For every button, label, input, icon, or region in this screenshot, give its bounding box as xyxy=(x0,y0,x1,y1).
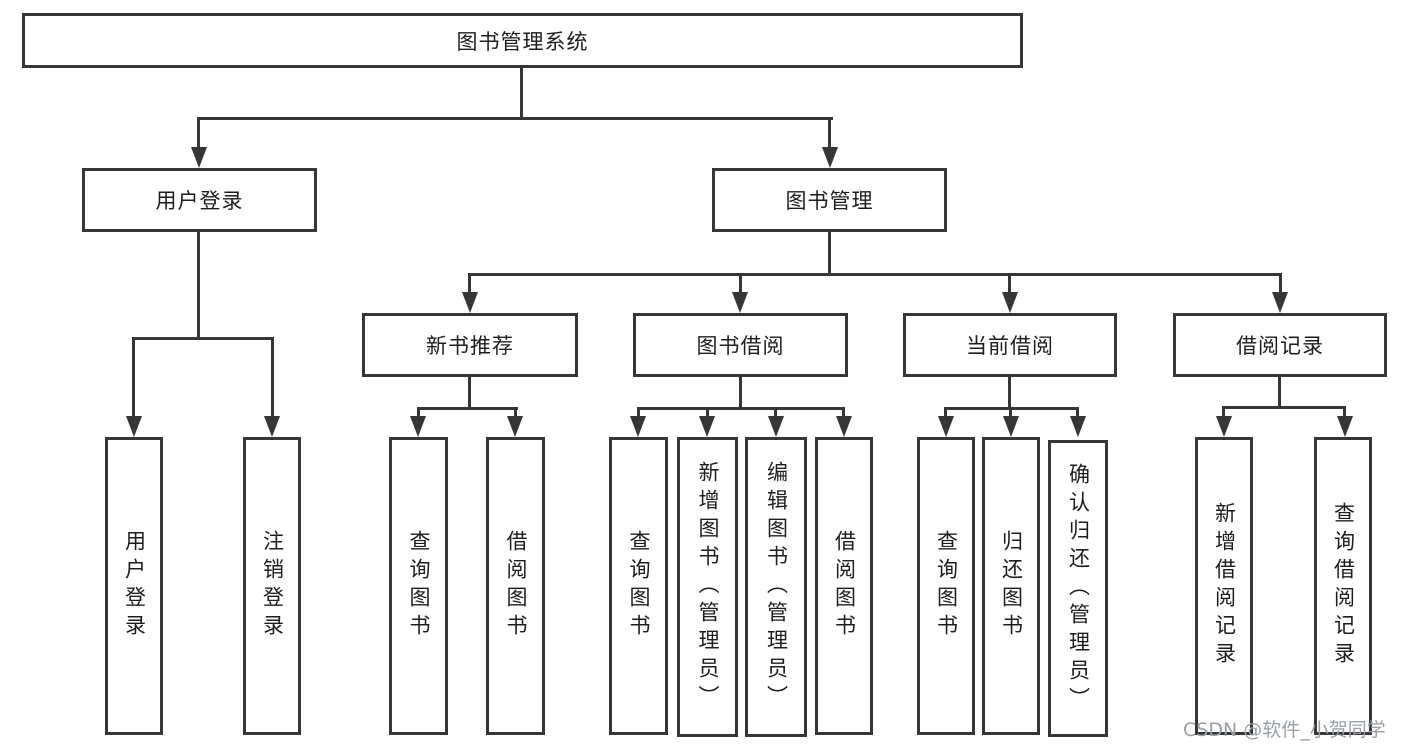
connector-level2-bar xyxy=(197,117,833,120)
node-book-management: 图书管理 xyxy=(712,168,947,232)
leaf-label: 新增图书（管理员） xyxy=(696,461,720,713)
leaf-query-borrow-record: 查询借阅记录 xyxy=(1314,437,1372,735)
arrowhead-leaf xyxy=(1216,416,1232,437)
leaf-confirm-return-admin: 确认归还（管理员） xyxy=(1048,440,1108,737)
leaf-label: 查询图书 xyxy=(407,530,431,642)
arrowhead-leaf xyxy=(768,416,784,437)
leaf-label: 注销登录 xyxy=(260,530,285,642)
connector-stem xyxy=(1008,377,1011,408)
connector-leaf-stub xyxy=(132,337,135,422)
connector-bar xyxy=(1222,406,1346,409)
leaf-label: 借阅图书 xyxy=(832,530,857,642)
connector-level3-stub xyxy=(1008,273,1011,298)
connector-leaf-stub xyxy=(706,407,709,422)
arrowhead-new-book xyxy=(462,292,478,313)
node-user-login: 用户登录 xyxy=(82,168,317,232)
connector-stem xyxy=(1278,377,1281,407)
connector-level3-bar xyxy=(468,273,1282,276)
arrowhead-leaf xyxy=(410,416,426,437)
connector-level3-stub xyxy=(468,273,471,298)
arrowhead-leaf xyxy=(1003,416,1019,437)
leaf-user-login: 用户登录 xyxy=(105,437,163,735)
node-borrow-records: 借阅记录 xyxy=(1173,313,1387,377)
leaf-query-books: 查询图书 xyxy=(389,437,448,735)
arrowhead-borrow-records xyxy=(1272,292,1288,313)
connector-book-mgmt-stub xyxy=(828,117,831,151)
arrowhead-leaf xyxy=(1337,416,1353,437)
node-current-borrow: 当前借阅 xyxy=(903,313,1117,377)
node-new-book-recommend: 新书推荐 xyxy=(362,313,578,377)
node-library-management-system: 图书管理系统 xyxy=(22,13,1023,68)
connector-stem xyxy=(468,377,471,408)
connector-bar xyxy=(417,407,518,410)
arrowhead-leaf xyxy=(507,416,523,437)
leaf-label: 查询图书 xyxy=(627,530,651,642)
leaf-label: 新增借阅记录 xyxy=(1212,502,1237,670)
arrowhead-leaf xyxy=(1070,416,1086,437)
connector-root-stem xyxy=(520,68,523,117)
arrowhead-current-borrow xyxy=(1002,292,1018,313)
leaf-label: 用户登录 xyxy=(122,530,147,642)
connector-leaf-stub xyxy=(271,337,274,422)
leaf-label: 归还图书 xyxy=(999,530,1024,642)
connector-level3-stub xyxy=(1279,273,1282,298)
connector-user-login-stem xyxy=(197,232,200,337)
connector-leaf-stub xyxy=(842,407,845,422)
connector-stem xyxy=(739,377,742,408)
leaf-return-books: 归还图书 xyxy=(982,437,1040,735)
connector-user-login-stub xyxy=(197,117,200,151)
arrowhead-book-mgmt xyxy=(822,147,838,168)
leaf-label: 确认归还（管理员） xyxy=(1066,462,1091,715)
arrowhead-leaf xyxy=(264,416,280,437)
connector-bar xyxy=(637,407,845,410)
leaf-borrow-books: 借阅图书 xyxy=(486,437,545,735)
leaf-query-books: 查询图书 xyxy=(609,437,668,735)
arrowhead-leaf xyxy=(630,416,646,437)
connector-user-login-bar xyxy=(132,337,274,340)
connector-leaf-stub xyxy=(774,407,777,422)
connector-level3-stub xyxy=(739,273,742,298)
node-book-borrow: 图书借阅 xyxy=(633,313,848,377)
arrowhead-leaf xyxy=(699,416,715,437)
arrowhead-leaf xyxy=(126,416,142,437)
arrowhead-leaf xyxy=(938,416,954,437)
connector-leaf-stub xyxy=(1076,407,1079,422)
connector-leaf-stub xyxy=(514,407,517,422)
connector-leaf-stub xyxy=(944,407,947,422)
leaf-query-books: 查询图书 xyxy=(917,437,975,735)
leaf-label: 编辑图书（管理员） xyxy=(764,461,789,713)
leaf-add-books-admin: 新增图书（管理员） xyxy=(677,437,738,737)
csdn-watermark: CSDN @软件_小贺同学 xyxy=(1183,719,1386,741)
connector-leaf-stub xyxy=(1343,406,1346,422)
leaf-borrow-books: 借阅图书 xyxy=(815,437,873,735)
leaf-logout: 注销登录 xyxy=(243,437,301,735)
connector-leaf-stub xyxy=(1222,406,1225,422)
leaf-edit-books-admin: 编辑图书（管理员） xyxy=(745,437,807,737)
connector-leaf-stub xyxy=(637,407,640,422)
connector-leaf-stub xyxy=(1009,407,1012,422)
arrowhead-user-login xyxy=(191,147,207,168)
leaf-label: 借阅图书 xyxy=(504,530,528,642)
leaf-label: 查询借阅记录 xyxy=(1331,502,1356,670)
arrowhead-leaf xyxy=(836,416,852,437)
connector-book-mgmt-stem xyxy=(828,232,831,273)
arrowhead-book-borrow xyxy=(732,292,748,313)
leaf-label: 查询图书 xyxy=(934,530,959,642)
leaf-add-borrow-record: 新增借阅记录 xyxy=(1195,437,1253,735)
connector-leaf-stub xyxy=(417,407,420,422)
